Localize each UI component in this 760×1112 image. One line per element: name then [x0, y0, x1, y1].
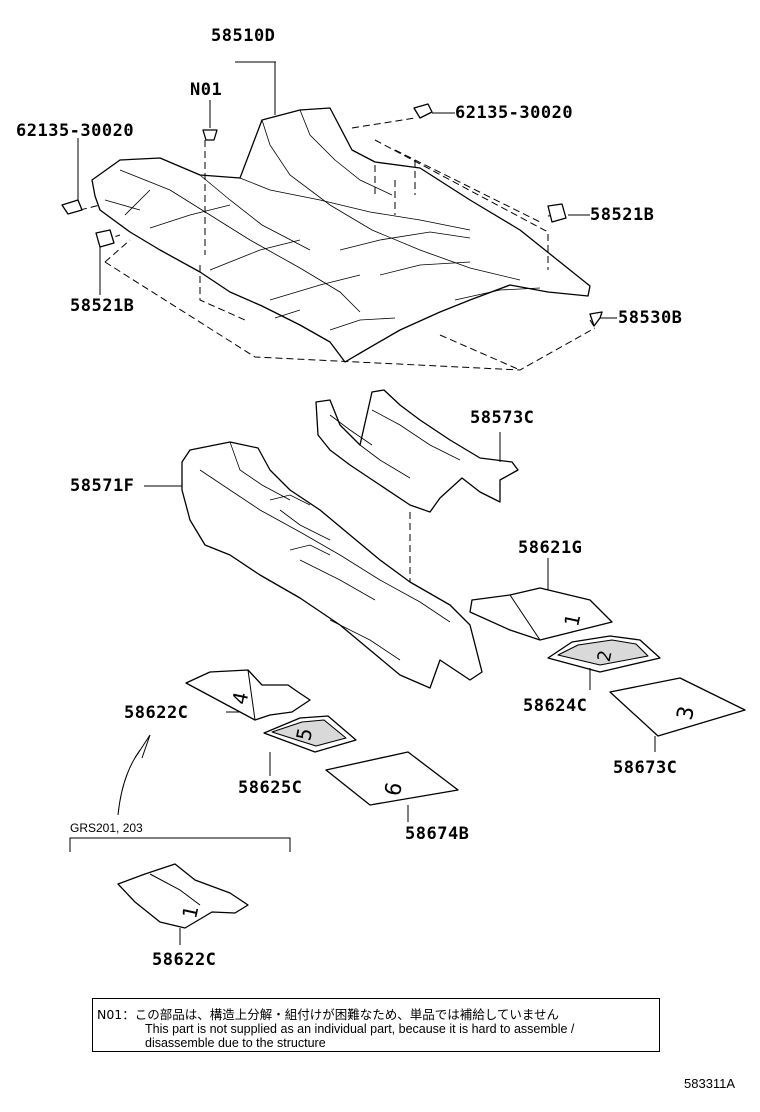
projection-lines-top [79, 117, 596, 371]
figure-number: 583311A [684, 1076, 736, 1091]
mat-58621G [469, 587, 613, 641]
part-label-62135-left: 62135-30020 [16, 121, 135, 141]
part-label-58624C: 58624C [523, 696, 588, 716]
part-label-58521B-left: 58521B [70, 296, 135, 316]
note-english-line2: disassemble due to the structure [145, 1036, 326, 1050]
floor-carpet-58510D [91, 107, 591, 363]
part-label-n01: N01 [190, 80, 223, 100]
part-label-58510D: 58510D [211, 26, 276, 46]
mat-58622C-variant [117, 863, 249, 929]
part-label-62135-right: 62135-30020 [455, 103, 574, 123]
mat-58674B [325, 751, 459, 806]
fasteners-top [61, 103, 603, 327]
part-label-58674B: 58674B [405, 824, 470, 844]
part-label-58673C: 58673C [613, 758, 678, 778]
note-box: N01：この部品は、構造上分解・組付けが困難なため、単品では補給していません T… [92, 998, 660, 1052]
silencer-58573C [315, 389, 519, 513]
mat-58673C [609, 677, 746, 737]
note-english-line1: This part is not supplied as an individu… [145, 1022, 575, 1036]
part-label-58573C: 58573C [470, 408, 535, 428]
part-label-58530B: 58530B [618, 308, 683, 328]
part-label-58622C-variant: 58622C [152, 950, 217, 970]
variant-arrow [117, 734, 151, 816]
mat-58625C [263, 715, 357, 753]
part-label-58625C: 58625C [238, 778, 303, 798]
part-label-58571F: 58571F [70, 476, 135, 496]
variant-bracket [69, 837, 291, 852]
part-label-58622C: 58622C [124, 703, 189, 723]
leaders-top [77, 61, 617, 319]
note-japanese: N01：この部品は、構造上分解・組付けが困難なため、単品では補給していません [97, 1007, 560, 1022]
mat-58624C [547, 635, 661, 673]
mat-58622C [185, 669, 311, 721]
silencer-58571F [181, 441, 483, 689]
variant-label: GRS201, 203 [70, 821, 143, 835]
part-label-58621G: 58621G [518, 538, 583, 558]
part-label-58521B-right: 58521B [590, 205, 655, 225]
